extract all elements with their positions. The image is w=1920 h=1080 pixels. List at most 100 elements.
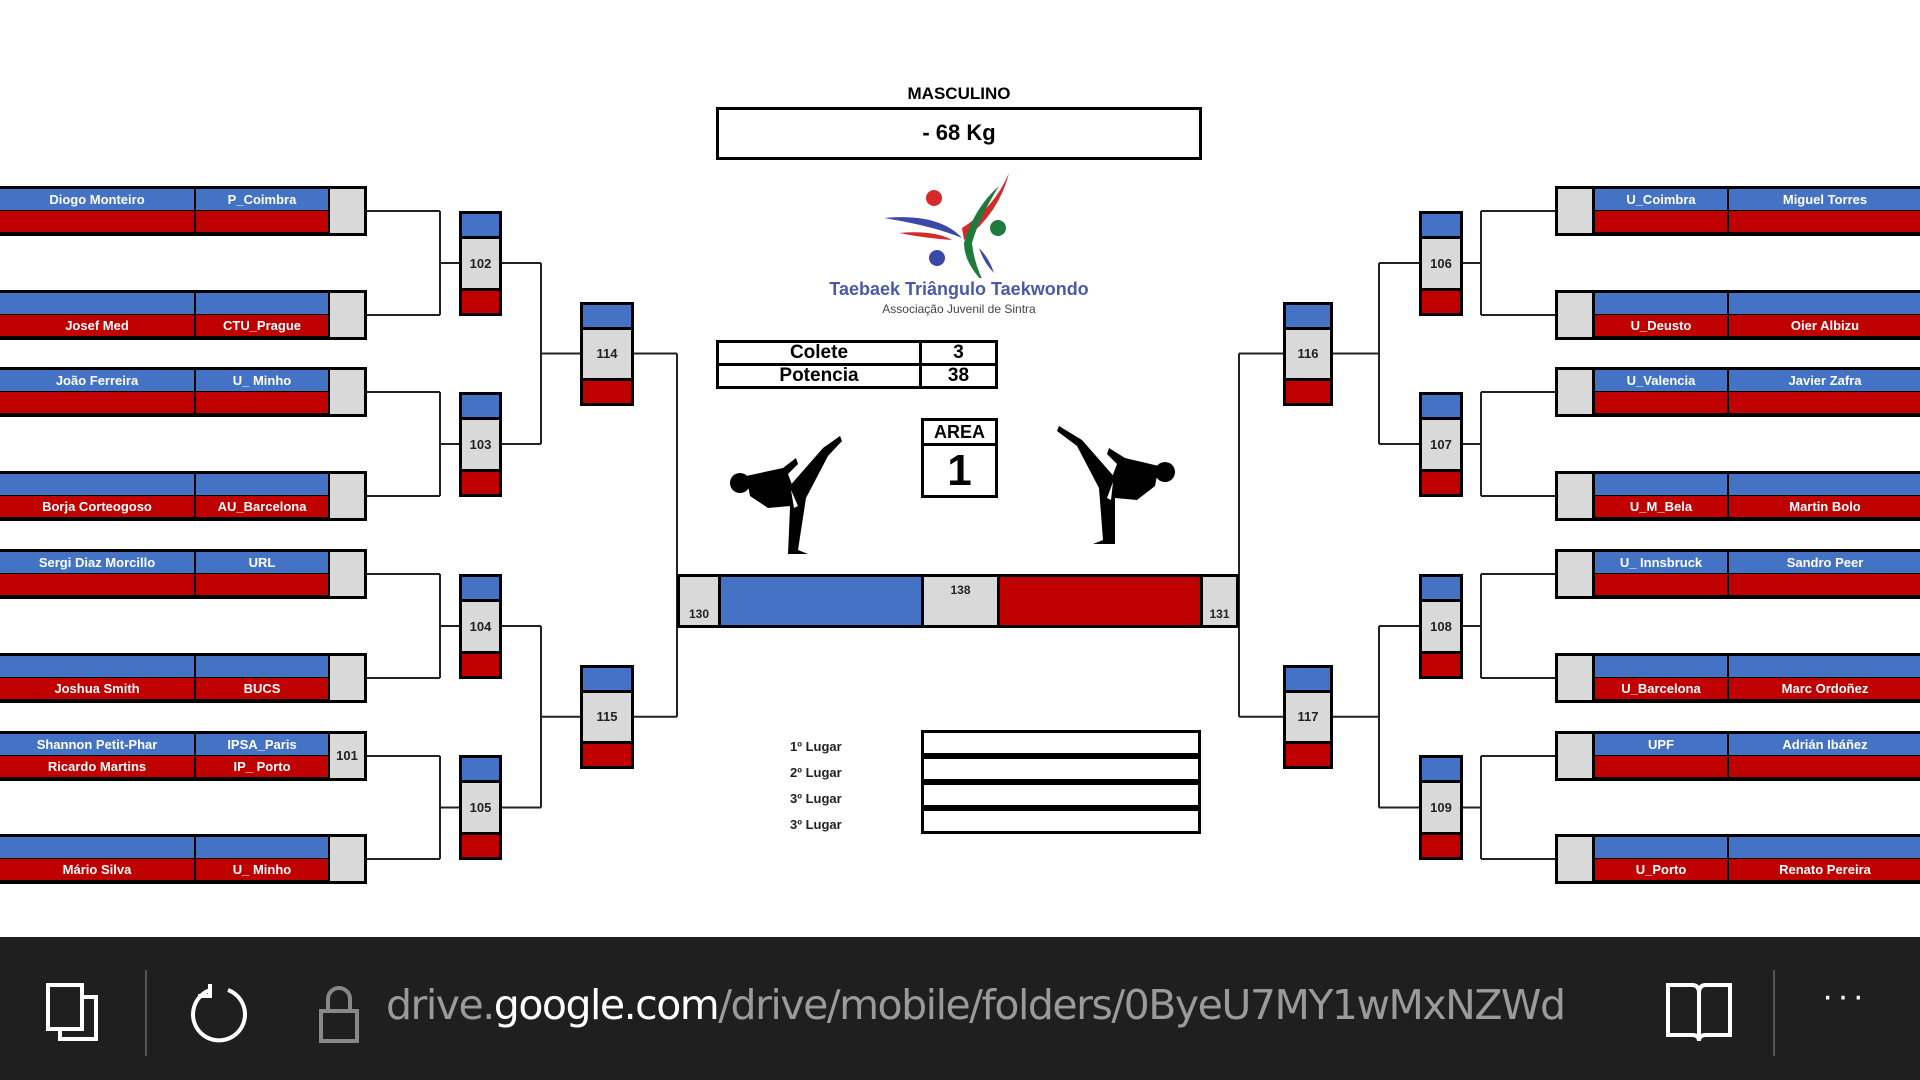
round3-blue-slot <box>1286 667 1330 690</box>
round2-match-number: 103 <box>462 419 499 469</box>
reading-view-icon[interactable] <box>1664 979 1734 1045</box>
round2-match-box[interactable]: 107 <box>1419 391 1463 497</box>
round2-match-box[interactable]: 108 <box>1419 573 1463 679</box>
red-athlete-club: U_M_Bela <box>1595 496 1727 517</box>
info-label: Potencia <box>716 363 922 389</box>
round2-match-box[interactable]: 103 <box>459 391 502 497</box>
match-number <box>1558 734 1592 778</box>
round3-match-number: 114 <box>583 329 631 378</box>
final-match-bar: 130 138 131 <box>677 574 1239 628</box>
placement-box-3 <box>921 782 1201 808</box>
red-athlete-name <box>1729 756 1920 777</box>
red-athlete-name <box>0 392 194 413</box>
blue-athlete-club: U_Coimbra <box>1595 189 1727 210</box>
info-value: 38 <box>919 363 998 389</box>
round3-blue-slot <box>583 304 631 327</box>
red-athlete-name: Marc Ordoñez <box>1729 678 1920 699</box>
round2-red-slot <box>462 290 499 313</box>
blue-athlete-name: Javier Zafra <box>1729 370 1920 391</box>
red-athlete-club: U_Barcelona <box>1595 678 1727 699</box>
red-athlete-name: Joshua Smith <box>0 678 194 699</box>
red-athlete-name <box>1729 574 1920 595</box>
blue-athlete-club: U_ Minho <box>196 370 328 391</box>
blue-athlete-club <box>196 474 328 495</box>
club-logo: Taebaek Triângulo Taekwondo Associação J… <box>814 168 1104 333</box>
red-athlete-name: Martin Bolo <box>1729 496 1920 517</box>
placement-label-1: 1º Lugar <box>790 739 842 754</box>
info-row-colete: Colete 3 <box>716 340 998 366</box>
round2-match-number: 108 <box>1422 601 1460 651</box>
round2-match-number: 105 <box>462 783 499 832</box>
red-athlete-club <box>1595 392 1727 413</box>
info-row-potencia: Potencia 38 <box>716 363 998 389</box>
match-number <box>1558 656 1592 700</box>
red-athlete-club <box>196 392 328 413</box>
refresh-icon[interactable] <box>188 982 250 1044</box>
url-host: google.com <box>493 981 720 1029</box>
round3-match-box[interactable]: 114 <box>580 301 634 406</box>
round3-match-box[interactable]: 115 <box>580 664 634 769</box>
blue-athlete-name <box>1729 837 1920 858</box>
blue-athlete-name: Sandro Peer <box>1729 552 1920 573</box>
final-left-slot: 130 <box>680 577 718 625</box>
placement-box-1 <box>921 730 1201 756</box>
red-athlete-name: Josef Med <box>0 315 194 336</box>
round3-red-slot <box>583 743 631 766</box>
round2-match-number: 104 <box>462 601 499 651</box>
round2-match-box[interactable]: 102 <box>459 210 502 316</box>
placement-label-2: 2º Lugar <box>790 765 842 780</box>
round3-match-box[interactable]: 117 <box>1283 664 1333 769</box>
round2-match-box[interactable]: 106 <box>1419 210 1463 316</box>
more-menu-button[interactable]: ··· <box>1822 977 1868 1015</box>
blue-athlete-club: U_Valencia <box>1595 370 1727 391</box>
match-number <box>1558 552 1592 596</box>
round2-blue-slot <box>462 576 499 599</box>
final-right-slot: 131 <box>1203 577 1236 625</box>
round2-red-slot <box>1422 290 1460 313</box>
round2-match-box[interactable]: 105 <box>459 755 502 860</box>
round3-match-box[interactable]: 116 <box>1283 301 1333 406</box>
info-table: Colete 3 Potencia 38 <box>716 340 998 389</box>
round2-match-number: 109 <box>1422 783 1460 832</box>
match-number <box>1558 474 1592 518</box>
area-number: 1 <box>947 446 972 495</box>
round2-red-slot <box>1422 471 1460 494</box>
round3-match-number: 115 <box>583 692 631 741</box>
round2-match-box[interactable]: 104 <box>459 573 502 679</box>
round2-match-box[interactable]: 109 <box>1419 755 1463 860</box>
blue-athlete-name: Miguel Torres <box>1729 189 1920 210</box>
blue-athlete-name <box>0 837 194 858</box>
browser-address-bar: drive.google.com/drive/mobile/folders/0B… <box>0 937 1920 1080</box>
round2-red-slot <box>462 653 499 676</box>
blue-athlete-club: UPF <box>1595 734 1727 755</box>
red-athlete-club: IP_ Porto <box>196 756 328 777</box>
blue-athlete-name <box>0 474 194 495</box>
placement-box-3b <box>921 808 1201 834</box>
match-number <box>330 370 364 414</box>
info-label: Colete <box>716 340 922 366</box>
match-number <box>1558 837 1592 881</box>
url-field[interactable]: drive.google.com/drive/mobile/folders/0B… <box>386 981 1566 1029</box>
final-red-slot <box>1000 577 1200 625</box>
round3-blue-slot <box>583 667 631 690</box>
tabs-icon[interactable] <box>45 982 101 1042</box>
red-athlete-club: U_ Minho <box>196 859 328 880</box>
placement-label-3: 3º Lugar <box>790 791 842 806</box>
placement-box-2 <box>921 756 1201 782</box>
